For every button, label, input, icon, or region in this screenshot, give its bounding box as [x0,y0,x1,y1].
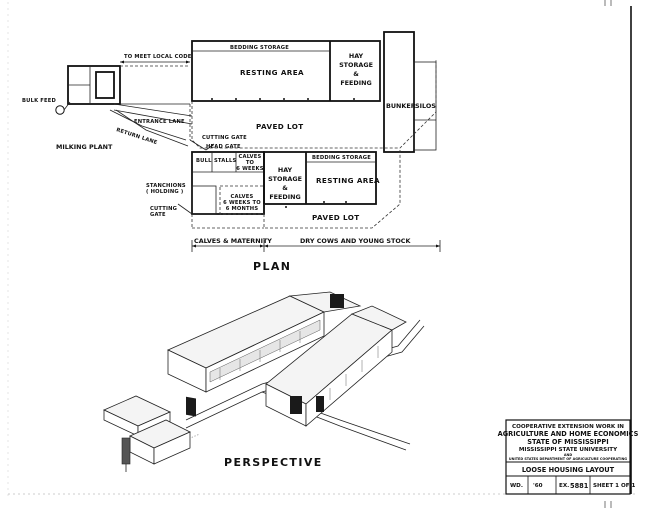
perspective-barn-upper [167,291,362,417]
column-markers-top [211,98,355,100]
lower-barn [263,151,377,205]
cutting-gate-bottom-line: GATE [150,212,166,218]
calves-6w-6m-line: CALVES [231,194,254,200]
stanchions-line: STANCHIONS [146,183,186,189]
resting-area-top-label: RESTING AREA [240,68,304,77]
calves-6w-6m-line: 6 WEEKS TO [223,200,261,206]
lanes [109,103,193,147]
perspective-heading: PERSPECTIVE [224,456,323,469]
calves-6w-6m-line: 6 MONTHS [226,206,259,212]
bedding-storage-top-label: BEDDING STORAGE [230,45,289,51]
hay-storage-bottom-line: STORAGE [268,175,302,183]
bulk-feed-label: BULK FEED [22,98,57,104]
title-block-line: STATE OF MISSISSIPPI [527,438,608,446]
entrance-lane-label: ENTRANCE LANE [134,119,185,125]
hay-storage-top-label: HAY STORAGE & FEEDING [339,52,373,87]
stanchions-line: ( HOLDING ) [146,189,183,195]
title-block-agency: COOPERATIVE EXTENSION WORK IN AGRICULTUR… [498,424,639,474]
paved-lot-bottom [191,150,401,229]
calves-6-weeks-to-6-months-label: CALVES 6 WEEKS TO 6 MONTHS [223,194,261,212]
perspective-barn-lower [265,305,407,427]
hay-storage-bottom-line: HAY [278,166,293,174]
year-label: '60 [533,483,543,489]
calves-maternity-label: CALVES & MATERNITY [194,237,272,245]
milking-plant-building [67,65,191,140]
paved-lot-top-label: PAVED LOT [256,122,304,131]
bulk-feed-tank [55,101,71,115]
perspective-view: PERSPECTIVE [103,291,425,472]
dry-cows-label: DRY COWS AND YOUNG STOCK [300,237,411,245]
cutting-gate-bottom-line: CUTTING [150,206,177,212]
plan-view: BULK FEED MILKING PLANT ENTRANCE LANE RE… [22,31,441,273]
milking-plant-label: MILKING PLANT [56,143,113,151]
bunker-silos [383,31,437,153]
gates-area [189,139,215,151]
hay-storage-top-line: FEEDING [340,79,371,87]
cutting-gate-top-label: CUTTING GATE [202,135,247,141]
hay-storage-top-line: STORAGE [339,61,373,69]
column-markers-bottom [285,201,347,208]
paved-lot-top [191,60,437,149]
ex-label: EX. [559,483,569,489]
plan-heading: PLAN [253,260,291,273]
bunker-label: BUNKER [386,102,416,110]
hay-storage-bottom-line: & [282,184,288,192]
hay-storage-bottom-line: FEEDING [269,193,300,201]
perspective-milking-plant [103,395,191,472]
paved-lot-bottom-label: PAVED LOT [312,213,360,222]
drawing-title: LOOSE HOUSING LAYOUT [522,466,615,474]
calves-to-6-weeks-line: CALVES [239,154,262,160]
ex-number: 5881 [570,482,589,490]
cutting-gate-bottom-label: CUTTING GATE [150,206,177,218]
title-block-line: UNITED STATES DEPARTMENT OF AGRICULTURE … [509,457,627,461]
hay-storage-top-line: HAY [349,52,364,60]
calves-to-6-weeks-label: CALVES TO 6 WEEKS [236,154,263,172]
silos-label: SILOS [415,102,436,110]
calves-to-6-weeks-line: 6 WEEKS [236,166,263,172]
title-block-line: AND [564,453,572,457]
group-dimension-line [191,240,441,252]
main-barn [191,40,381,102]
hay-storage-top-line: & [353,70,359,78]
stalls-label: STALLS [214,158,236,164]
title-block-line: COOPERATIVE EXTENSION WORK IN [512,424,624,430]
title-block-line: MISSISSIPPI STATE UNIVERSITY [519,447,618,453]
local-code-label: TO MEET LOCAL CODE [124,54,192,60]
bedding-storage-bottom-label: BEDDING STORAGE [312,155,371,161]
return-lane-label: RETURN LANE [115,127,158,146]
sheet-label: SHEET 1 OF 1 [593,483,635,489]
resting-area-bottom-label: RESTING AREA [316,176,380,185]
stanchions-label: STANCHIONS ( HOLDING ) [146,183,186,195]
bull-label: BULL [196,158,212,164]
wd-label: WD. [510,483,523,489]
local-code-dimension [120,60,190,64]
title-block: COOPERATIVE EXTENSION WORK IN AGRICULTUR… [498,419,639,495]
title-block-line: AGRICULTURE AND HOME ECONOMICS [498,430,639,438]
calves-to-6-weeks-line: TO [246,160,255,166]
cutting-gate-bottom-pointer [177,203,193,215]
head-gate-label: HEAD GATE [206,144,241,150]
hay-storage-bottom-label: HAY STORAGE & FEEDING [268,166,302,201]
